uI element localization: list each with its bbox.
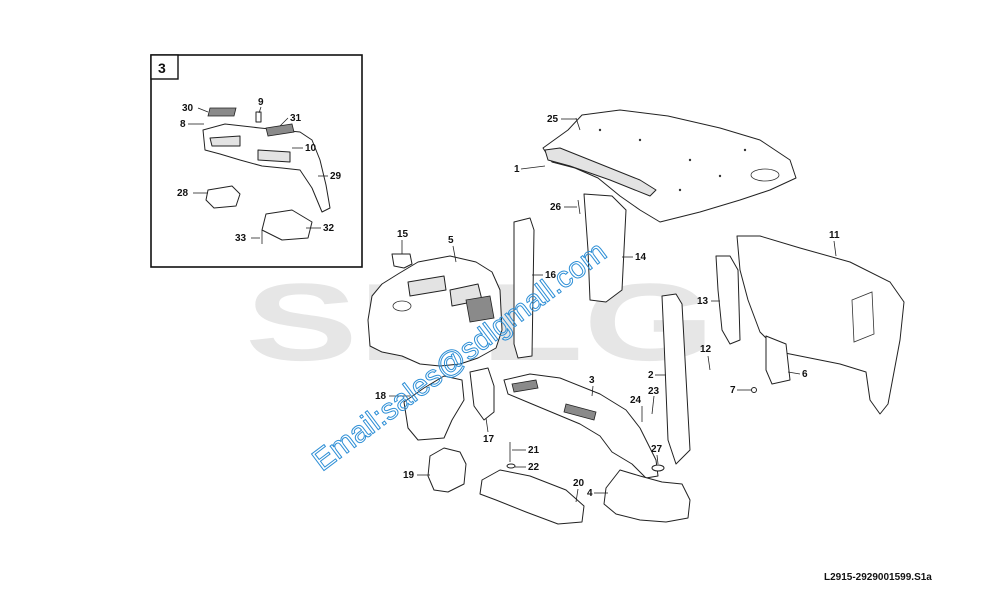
part-panel-6 [765, 335, 791, 385]
callout-19: 19 [403, 470, 415, 481]
callout-27: 27 [651, 444, 663, 455]
callout-25: 25 [547, 114, 559, 125]
part-duct-20 [479, 469, 585, 525]
inset-vent-30 [207, 107, 237, 117]
part-pillar-14 [583, 193, 627, 303]
callouts: 25 1 26 14 15 5 16 11 13 12 6 7 2 3 18 1… [375, 114, 840, 503]
part-bracket-17 [469, 367, 495, 421]
callout-13: 13 [697, 296, 709, 307]
inset-number-box [150, 54, 179, 80]
part-panel-4 [603, 469, 691, 523]
inset-duct-32 [261, 209, 313, 241]
part-cap-15 [391, 253, 413, 269]
inset-label-29: 29 [330, 171, 342, 182]
part-pillar-16 [513, 217, 535, 359]
fastener-26 [577, 199, 581, 215]
part-dashboard-3 [503, 373, 659, 479]
part-side-panel-11 [736, 235, 905, 415]
callout-16: 16 [545, 270, 557, 281]
inset-number: 3 [158, 60, 166, 76]
callout-6: 6 [802, 369, 808, 380]
callout-7: 7 [730, 385, 736, 396]
inset-3: 3 30 8 9 31 10 29 28 32 33 [150, 54, 363, 268]
inset-label-9: 9 [258, 97, 264, 108]
callout-17: 17 [483, 434, 495, 445]
callout-14: 14 [635, 252, 647, 263]
inset-label-30: 30 [182, 103, 194, 114]
part-pillar-2 [661, 293, 691, 465]
part-rear-panel [367, 255, 503, 367]
callout-15: 15 [397, 229, 409, 240]
fastener-12 [707, 355, 711, 371]
inset-vent-31 [265, 123, 295, 137]
inset-label-32: 32 [323, 223, 335, 234]
part-duct-19 [427, 447, 467, 493]
callout-4: 4 [587, 488, 593, 499]
fastener-27 [651, 464, 665, 472]
fastener-7 [751, 387, 757, 393]
inset-label-31: 31 [290, 113, 302, 124]
callout-24: 24 [630, 395, 642, 406]
callout-5: 5 [448, 235, 454, 246]
inset-frame [150, 54, 363, 268]
callout-2: 2 [648, 370, 654, 381]
callout-21: 21 [528, 445, 540, 456]
callout-11: 11 [829, 230, 840, 241]
callout-18: 18 [375, 391, 387, 402]
part-side-panel-window [851, 291, 875, 343]
callout-20: 20 [573, 478, 585, 489]
fastener-25 [575, 117, 581, 131]
callout-1: 1 [514, 164, 520, 175]
inset-dash-recess-2 [257, 149, 291, 163]
inset-label-33: 33 [235, 233, 247, 244]
callout-22: 22 [528, 462, 540, 473]
inset-dash-recess [209, 135, 241, 147]
inset-label-8: 8 [180, 119, 186, 130]
callout-26: 26 [550, 202, 562, 213]
part-duct-18 [403, 375, 465, 441]
fastener-22 [506, 463, 516, 469]
callout-12: 12 [700, 344, 712, 355]
inset-duct-28 [205, 185, 241, 209]
inset-clip-9 [255, 111, 262, 123]
fastener-23 [651, 395, 655, 415]
part-pillar-13 [715, 255, 741, 345]
inset-label-10: 10 [305, 143, 317, 154]
drawing-code: L2915-2929001599.S1a [824, 572, 932, 583]
callout-23: 23 [648, 386, 660, 397]
part-roof-liner [542, 109, 797, 223]
callout-3: 3 [589, 375, 595, 386]
inset-label-28: 28 [177, 188, 189, 199]
